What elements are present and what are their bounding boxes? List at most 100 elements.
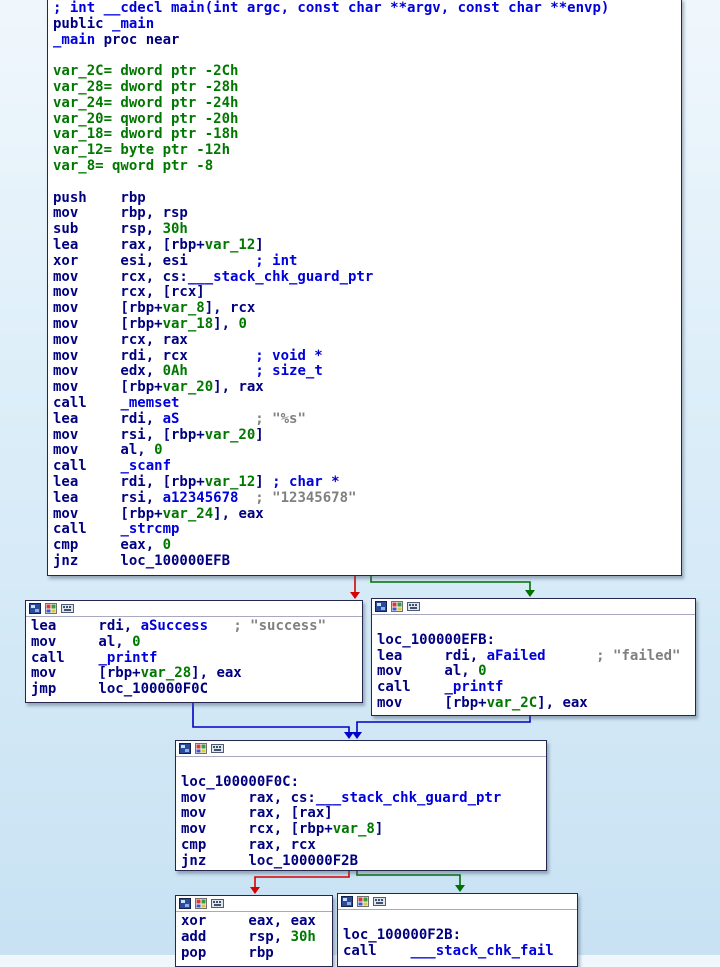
asm-line[interactable]: jnz loc_100000F2B xyxy=(181,853,542,870)
group-nodes-icon[interactable] xyxy=(29,603,42,614)
asm-line[interactable]: mov rax, [rax] xyxy=(181,805,542,822)
asm-line[interactable]: mov al, 0 xyxy=(377,663,691,680)
keyboard-icon[interactable] xyxy=(373,896,386,907)
node-code[interactable]: loc_100000F0C:mov rax, cs:___stack_chk_g… xyxy=(176,757,546,872)
asm-token: xor esi, esi xyxy=(53,252,256,269)
asm-line[interactable]: push rbp xyxy=(53,190,677,207)
node-color-icon[interactable] xyxy=(391,601,404,612)
asm-line[interactable]: var_2C= dword ptr -2Ch xyxy=(53,63,677,80)
asm-token: mov edx, xyxy=(53,363,163,380)
keyboard-icon[interactable] xyxy=(407,601,420,612)
asm-line[interactable]: public _main xyxy=(53,16,677,33)
group-nodes-icon[interactable] xyxy=(179,743,192,754)
group-nodes-icon[interactable] xyxy=(375,601,388,612)
graph-node-loc-100000F2B[interactable]: loc_100000F2B:call ___stack_chk_fail xyxy=(337,893,578,967)
asm-line[interactable]: mov rax, cs:___stack_chk_guard_ptr xyxy=(181,790,542,807)
node-titlebar xyxy=(26,601,362,617)
asm-line[interactable]: mov rbp, rsp xyxy=(53,205,677,222)
asm-line[interactable]: mov [rbp+var_20], rax xyxy=(53,379,677,396)
keyboard-icon[interactable] xyxy=(211,898,224,909)
asm-line[interactable]: call ___stack_chk_fail xyxy=(343,943,573,960)
asm-line[interactable]: cmp eax, 0 xyxy=(53,537,677,554)
asm-line[interactable]: lea rdi, aFailed ; "failed" xyxy=(377,648,691,665)
asm-line[interactable]: mov [rbp+var_28], eax xyxy=(31,665,358,682)
node-color-icon[interactable] xyxy=(195,898,208,909)
asm-line[interactable] xyxy=(53,48,677,64)
node-color-icon[interactable] xyxy=(195,743,208,754)
asm-line[interactable]: loc_100000EFB: xyxy=(377,632,691,649)
asm-line[interactable]: xor eax, eax xyxy=(181,913,328,930)
asm-line[interactable]: _main proc near xyxy=(53,31,677,49)
asm-line[interactable]: mov rsi, [rbp+var_20] xyxy=(53,427,677,444)
keyboard-icon[interactable] xyxy=(61,603,74,614)
asm-line[interactable]: var_20= qword ptr -20h xyxy=(53,111,677,128)
asm-line[interactable]: mov rcx, rax xyxy=(53,332,677,349)
asm-line[interactable]: mov [rbp+var_2C], eax xyxy=(377,694,691,712)
asm-line[interactable]: call _strcmp xyxy=(53,521,677,538)
graph-node-main[interactable]: ; int __cdecl main(int argc, const char … xyxy=(47,0,682,576)
node-color-icon[interactable] xyxy=(45,603,58,614)
asm-line[interactable] xyxy=(181,759,542,775)
asm-line[interactable]: lea rdi, aSuccess ; "success" xyxy=(31,618,358,635)
asm-token: _scanf xyxy=(120,458,172,475)
asm-token: _main xyxy=(53,31,96,48)
asm-line[interactable]: jnz loc_100000EFB xyxy=(53,553,677,570)
node-code[interactable]: loc_100000EFB:lea rdi, aFailed ; "failed… xyxy=(372,615,695,714)
asm-line[interactable]: var_12= byte ptr -12h xyxy=(53,142,677,159)
asm-line[interactable]: lea rsi, a12345678 ; "12345678" xyxy=(53,490,677,507)
node-color-icon[interactable] xyxy=(357,896,370,907)
node-code[interactable]: loc_100000F2B:call ___stack_chk_fail xyxy=(338,910,577,961)
asm-line[interactable]: xor esi, esi ; int xyxy=(53,252,677,270)
asm-line[interactable]: mov [rbp+var_24], eax xyxy=(53,506,677,523)
asm-line[interactable]: cmp rax, rcx xyxy=(181,837,542,854)
asm-line[interactable] xyxy=(343,912,573,928)
asm-line[interactable]: loc_100000F2B: xyxy=(343,927,573,944)
graph-node-loc-100000F0C[interactable]: loc_100000F0C:mov rax, cs:___stack_chk_g… xyxy=(175,740,547,871)
asm-token xyxy=(179,411,255,427)
asm-token: mov al, xyxy=(377,663,479,680)
asm-line[interactable]: lea rax, [rbp+var_12] xyxy=(53,237,677,254)
asm-token: 0 xyxy=(132,633,141,650)
asm-token: var_28= dword ptr -28h xyxy=(53,78,239,95)
group-nodes-icon[interactable] xyxy=(179,898,192,909)
asm-line[interactable]: mov edx, 0Ah ; size_t xyxy=(53,363,677,380)
asm-line[interactable]: loc_100000F0C: xyxy=(181,774,542,791)
keyboard-icon[interactable] xyxy=(211,743,224,754)
asm-line[interactable]: ; int __cdecl main(int argc, const char … xyxy=(53,0,677,17)
asm-line[interactable]: call _memset xyxy=(53,395,677,412)
asm-line[interactable]: lea rdi, [rbp+var_12] ; char * xyxy=(53,473,677,491)
asm-line[interactable]: call _scanf xyxy=(53,458,677,475)
group-nodes-icon[interactable] xyxy=(341,896,354,907)
asm-line[interactable]: mov rcx, [rbp+var_8] xyxy=(181,821,542,838)
asm-line[interactable]: var_8= qword ptr -8 xyxy=(53,158,677,175)
edge-main-to-failed-arrowhead xyxy=(525,590,535,597)
asm-token: ; void * xyxy=(255,347,323,364)
asm-line[interactable]: var_18= dword ptr -18h xyxy=(53,126,677,143)
asm-line[interactable]: add rsp, 30h xyxy=(181,929,328,946)
asm-line[interactable]: jmp loc_100000F0C xyxy=(31,681,358,698)
node-code[interactable]: ; int __cdecl main(int argc, const char … xyxy=(48,0,681,572)
asm-line[interactable]: lea rdi, aS ; "%s" xyxy=(53,411,677,428)
asm-line[interactable]: call _printf xyxy=(31,650,358,667)
asm-line[interactable] xyxy=(53,175,677,191)
asm-line[interactable]: pop rbp xyxy=(181,945,328,962)
asm-line[interactable]: mov al, 0 xyxy=(31,633,358,651)
asm-line[interactable]: mov rcx, cs:___stack_chk_guard_ptr xyxy=(53,269,677,286)
asm-token: var_2C xyxy=(486,694,538,711)
asm-line[interactable]: var_24= dword ptr -24h xyxy=(53,95,677,112)
asm-line[interactable]: mov al, 0 xyxy=(53,442,677,459)
asm-line[interactable]: call _printf xyxy=(377,679,691,696)
asm-line[interactable]: mov rcx, [rcx] xyxy=(53,284,677,301)
asm-line[interactable]: mov rdi, rcx ; void * xyxy=(53,347,677,365)
asm-line[interactable]: mov [rbp+var_18], 0 xyxy=(53,316,677,333)
asm-line[interactable]: sub rsp, 30h xyxy=(53,221,677,238)
asm-line[interactable]: var_28= dword ptr -28h xyxy=(53,78,677,96)
asm-line[interactable] xyxy=(377,617,691,633)
asm-token: ] xyxy=(255,473,273,490)
asm-line[interactable]: mov [rbp+var_8], rcx xyxy=(53,300,677,317)
graph-node-failed[interactable]: loc_100000EFB:lea rdi, aFailed ; "failed… xyxy=(371,598,696,716)
